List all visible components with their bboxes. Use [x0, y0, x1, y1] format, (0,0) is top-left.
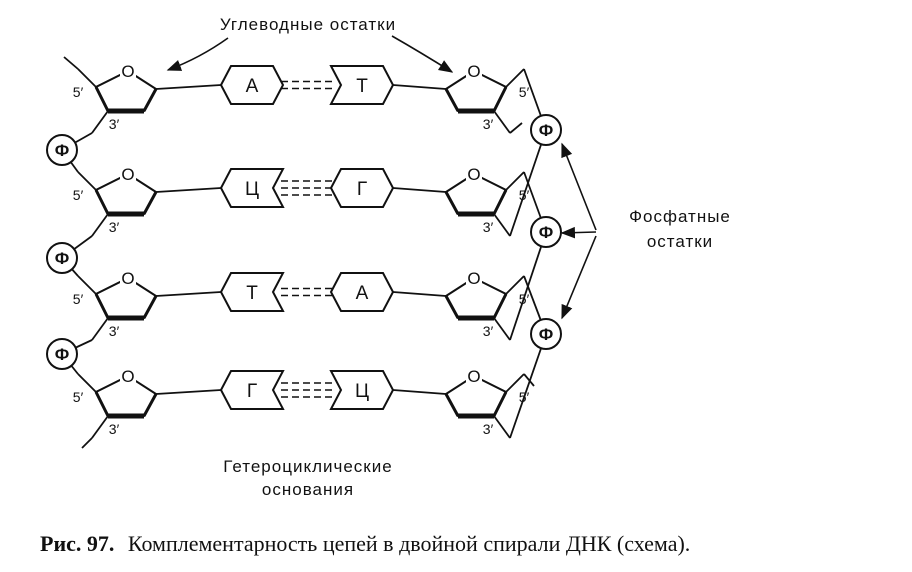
phosphate-label-line2: остатки	[647, 232, 713, 251]
phosphate-arrow-bottom	[561, 235, 597, 320]
svg-text:Ф: Ф	[539, 325, 554, 344]
prime-5: 5′	[73, 84, 84, 100]
left-phosphate-1: Ф	[46, 134, 78, 166]
prime-3: 3′	[109, 219, 120, 235]
prime-5: 5′	[519, 291, 530, 307]
svg-text:Г: Г	[357, 179, 367, 200]
ring-oxygen: O	[121, 269, 134, 288]
ring-oxygen: O	[467, 269, 480, 288]
ring-oxygen: O	[121, 62, 134, 81]
right-sugar-4: O 5′ 3′	[444, 367, 530, 439]
caption-text: Комплементарность цепей в двойной спирал…	[128, 531, 690, 556]
svg-text:Ф: Ф	[55, 141, 70, 160]
ring-oxygen: O	[121, 367, 134, 386]
prime-5: 5′	[519, 389, 530, 405]
svg-text:Г: Г	[247, 381, 257, 402]
svg-text:Ц: Ц	[245, 179, 259, 200]
svg-text:Т: Т	[356, 76, 368, 97]
svg-text:А: А	[246, 76, 259, 97]
base-right-1: Т	[329, 65, 395, 105]
prime-3: 3′	[109, 116, 120, 132]
prime-5: 5′	[519, 84, 530, 100]
right-phosphate-3: Ф	[530, 318, 562, 350]
base-left-1: А	[219, 65, 285, 105]
left-sugar-1: O 5′ 3′	[73, 62, 158, 134]
svg-text:Т: Т	[246, 283, 258, 304]
phosphate-arrow-top	[561, 142, 597, 231]
caption-prefix: Рис. 97.	[40, 531, 114, 556]
phosphate-arrow-middle	[560, 226, 597, 239]
base-right-4: Ц	[329, 370, 395, 410]
svg-text:Ф: Ф	[539, 223, 554, 242]
left-sugar-4: O 5′ 3′	[73, 367, 158, 439]
svg-text:Ф: Ф	[55, 249, 70, 268]
figure-caption: Рис. 97. Комплементарность цепей в двойн…	[40, 531, 690, 556]
prime-3: 3′	[109, 323, 120, 339]
prime-3: 3′	[483, 323, 494, 339]
sugar-rings: O 5′ 3′ O 5′ 3′ O 5′ 3′ O 5′ 3′ O 5′ 3′ O 5′ 3′ O 5′ 3′ O 5′ 3′	[73, 62, 530, 439]
ring-oxygen: O	[467, 62, 480, 81]
svg-text:Ц: Ц	[355, 381, 369, 402]
sugar-label-arrow-right	[391, 35, 454, 73]
left-sugar-3: O 5′ 3′	[73, 269, 158, 341]
prime-3: 3′	[483, 421, 494, 437]
phosphate-label-line1: Фосфатные	[629, 207, 731, 226]
prime-3: 3′	[483, 116, 494, 132]
prime-3: 3′	[483, 219, 494, 235]
prime-5: 5′	[73, 187, 84, 203]
prime-5: 5′	[519, 187, 530, 203]
bases-label-line2: основания	[262, 480, 354, 499]
left-sugar-2: O 5′ 3′	[73, 165, 158, 237]
left-phosphate-3: Ф	[46, 338, 78, 370]
right-sugar-2: O 5′ 3′	[444, 165, 530, 237]
bases-label-line1: Гетероциклические	[223, 457, 392, 476]
right-sugar-1: O 5′ 3′	[444, 62, 530, 134]
base-left-3: Т	[219, 272, 285, 312]
prime-5: 5′	[73, 389, 84, 405]
prime-5: 5′	[73, 291, 84, 307]
sugar-residues-label: Углеводные остатки	[220, 15, 396, 34]
svg-text:А: А	[356, 283, 369, 304]
right-phosphate-1: Ф	[530, 114, 562, 146]
right-sugar-3: O 5′ 3′	[444, 269, 530, 341]
backbone: Ф Ф Ф Ф Ф Ф	[46, 56, 562, 449]
left-phosphate-2: Ф	[46, 242, 78, 274]
right-phosphate-2: Ф	[530, 216, 562, 248]
svg-text:Ф: Ф	[55, 345, 70, 364]
svg-text:Ф: Ф	[539, 121, 554, 140]
base-right-3: А	[329, 272, 395, 312]
ring-oxygen: O	[467, 165, 480, 184]
sugar-label-arrow-left	[166, 37, 229, 71]
base-left-2: Ц	[219, 168, 285, 208]
base-right-2: Г	[329, 168, 395, 208]
prime-3: 3′	[109, 421, 120, 437]
ring-oxygen: O	[121, 165, 134, 184]
ring-oxygen: O	[467, 367, 480, 386]
base-left-4: Г	[219, 370, 285, 410]
